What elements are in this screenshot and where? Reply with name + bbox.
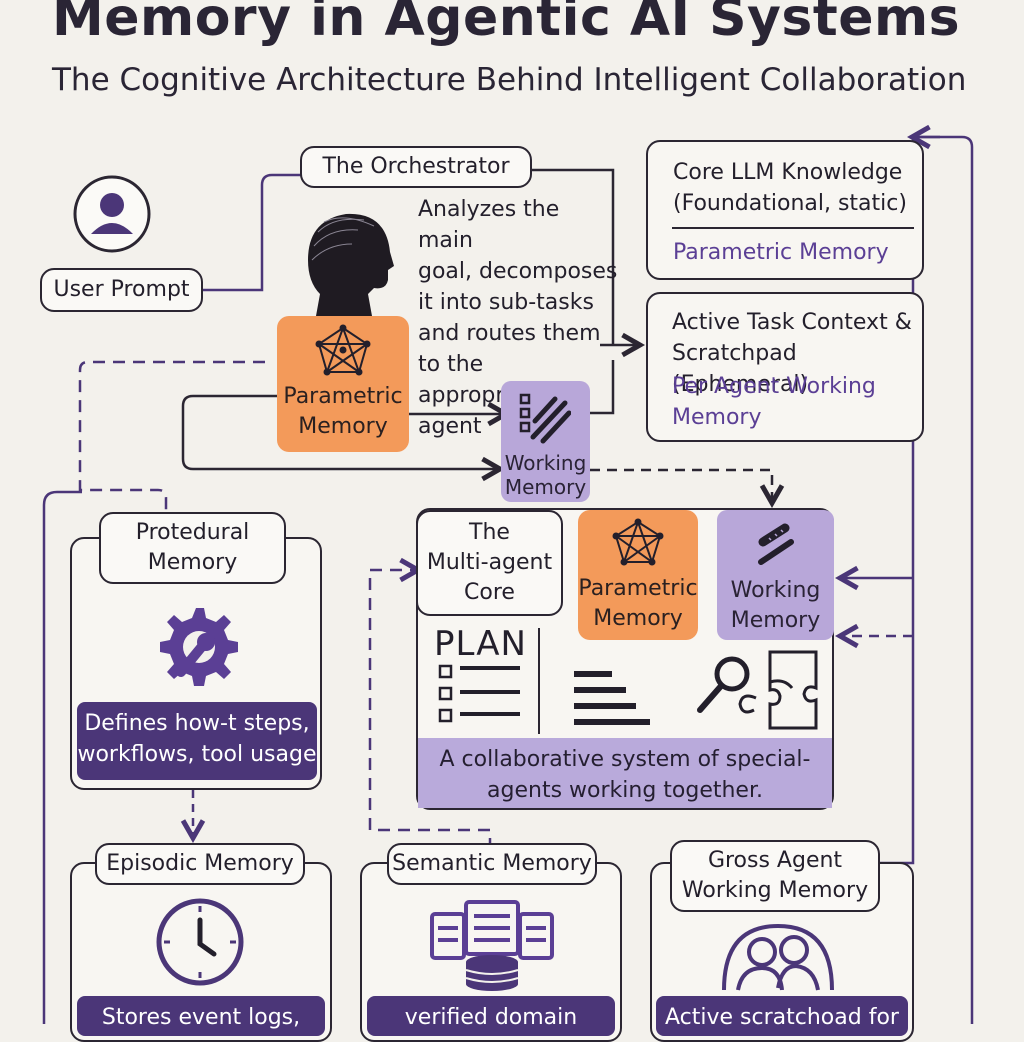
text-lines-icon <box>572 666 652 730</box>
episodic-memory-band: Stores event logs, <box>77 996 325 1036</box>
magnifier-icon <box>696 652 760 718</box>
multi-agent-band: A collaborative system of special- agent… <box>418 738 832 808</box>
user-prompt-button[interactable]: User Prompt <box>40 268 203 312</box>
network-icon <box>612 518 664 568</box>
clock-icon <box>154 896 246 988</box>
core-working-memory[interactable]: Working Memory <box>717 510 834 640</box>
active-task-context-card: Active Task Context & Scratchpad (Epheme… <box>646 292 924 442</box>
core-parametric-memory[interactable]: Parametric Memory <box>578 510 698 640</box>
divider <box>672 227 914 229</box>
cross-agent-memory-band: Active scratchoad for <box>656 996 908 1036</box>
orchestrator-working-memory[interactable]: Working Memory <box>501 381 590 502</box>
orchestrator-label: The Orchestrator <box>300 146 532 188</box>
core-llm-tag: Parametric Memory <box>673 240 889 265</box>
active-task-tag: Per Agent Working Memory <box>672 374 876 430</box>
page-subtitle: The Cognitive Architecture Behind Intell… <box>52 62 967 98</box>
gear-wrench-icon <box>146 600 246 696</box>
semantic-memory-band: verified domain <box>367 996 615 1036</box>
database-icon <box>428 898 556 992</box>
procedural-memory-label: Protedural Memory <box>99 512 286 584</box>
network-icon <box>315 324 371 378</box>
orchestrator-parametric-memory[interactable]: Parametric Memory <box>277 316 409 452</box>
head-silhouette-icon <box>294 204 404 320</box>
puzzle-icon <box>766 648 822 732</box>
plan-label: PLAN <box>434 624 527 664</box>
pen-icon <box>751 520 799 570</box>
checklist-icon <box>519 391 572 445</box>
orchestrator-title: The Orchestrator <box>322 154 510 179</box>
user-icon <box>72 174 152 254</box>
plan-checklist: PLAN <box>434 624 544 734</box>
active-task-text: Active Task Context & Scratchpad (Epheme… <box>672 310 912 397</box>
team-icon <box>720 920 836 992</box>
episodic-memory-label: Episodic Memory <box>95 843 305 885</box>
cross-agent-memory-label: Gross Agent Working Memory <box>670 840 880 912</box>
multi-agent-core-label: The Multi-agent Core <box>416 510 563 616</box>
procedural-memory-band: Defines how-t steps, workflows, tool usa… <box>77 702 317 780</box>
core-llm-knowledge-card: Core LLM Knowledge (Foundational, static… <box>646 140 924 280</box>
page-title: Memory in Agentic AI Systems <box>52 0 961 48</box>
semantic-memory-label: Semantic Memory <box>387 843 597 885</box>
plan-divider <box>538 628 540 734</box>
core-llm-text: Core LLM Knowledge (Foundational, static… <box>673 160 907 216</box>
user-prompt-label: User Prompt <box>53 277 190 302</box>
